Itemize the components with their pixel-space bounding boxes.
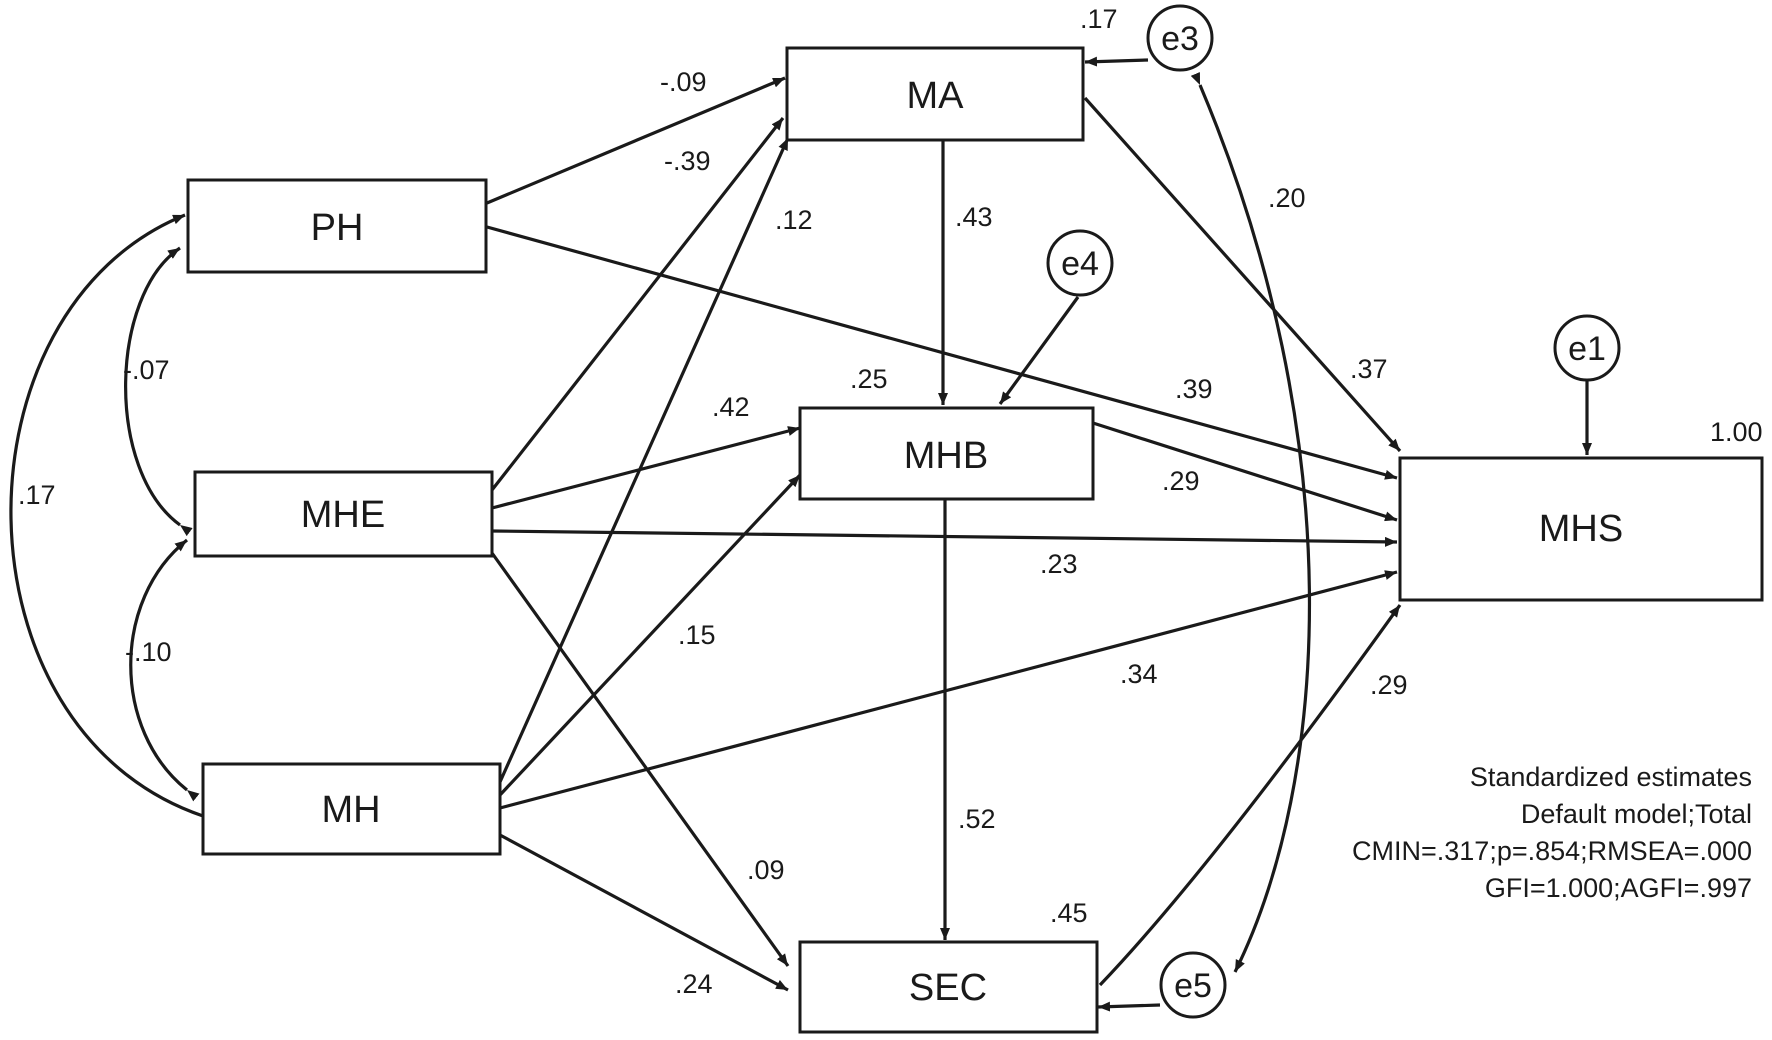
stats-line-4: GFI=1.000;AGFI=.997 [1485,873,1752,903]
node-mhs-label: MHS [1539,508,1623,550]
node-sec-label: SEC [909,967,987,1009]
edge-mh-mhs [499,570,1398,810]
edge-e4-mhb [998,296,1080,405]
coef-mhb-sec: .52 [958,804,996,834]
corr-ph-mh: .17 [18,480,56,510]
coef-mh-sec: .24 [675,969,713,999]
corr-ph-mhe: -.07 [123,355,170,385]
edge-mh-sec [499,833,789,992]
corr-mhe-mh: -.10 [125,637,172,667]
error-e5-label: e5 [1174,967,1212,1005]
error-e4: e4 [1046,229,1114,297]
node-ma-label: MA [907,75,965,117]
nodes: PH MHE MH MA MHB SEC MHS [186,46,1764,1034]
node-mhb-label: MHB [904,435,988,477]
error-e1: e1 [1553,314,1621,382]
error-e1-label: e1 [1568,330,1606,368]
edge-corr-ph-mhe [124,246,193,537]
edge-corr-ph-mh [9,213,216,825]
edges [9,56,1592,1012]
coef-ph-ma: -.09 [660,67,707,97]
error-e3-label: e3 [1161,20,1199,58]
coef-ma-mhs: .37 [1350,354,1388,384]
coef-mh-ma: .12 [775,205,813,235]
coef-mh-mhb: .15 [678,620,716,650]
node-mhe-label: MHE [301,494,385,536]
node-ph-label: PH [311,207,364,249]
edge-mhe-mhb [491,426,801,510]
edge-mh-mhb [498,473,802,797]
r-squared-labels: .17 .25 .45 1.00 [850,4,1763,928]
node-ph: PH [186,178,488,274]
coef-mh-mhs: .34 [1120,659,1158,689]
stats-line-1: Standardized estimates [1470,762,1752,792]
stats-line-2: Default model;Total [1521,799,1752,829]
node-mh: MH [201,762,502,856]
edge-mhe-ma [490,117,785,491]
rsq-sec: .45 [1050,898,1088,928]
edge-ma-mhs [1083,96,1402,453]
edge-e5-sec [1097,1001,1161,1012]
node-mhs: MHS [1398,456,1764,602]
edge-e3-ma [1084,56,1149,67]
edge-corr-mhe-mh [129,538,200,802]
coef-mhe-mhs: .23 [1040,549,1078,579]
stats-line-3: CMIN=.317;p=.854;RMSEA=.000 [1352,836,1752,866]
corr-e3-e5: .20 [1268,183,1306,213]
rsq-ma: .17 [1080,4,1118,34]
coef-mhe-ma: -.39 [664,146,711,176]
model-fit-stats: Standardized estimates Default model;Tot… [1352,762,1752,903]
error-e3: e3 [1146,4,1214,72]
coef-mhe-mhb: .42 [712,392,750,422]
path-coefficients: -.09 -.39 .12 .43 .37 .39 .42 .29 .23 .1… [660,67,1408,999]
error-e4-label: e4 [1061,245,1099,283]
node-mhe: MHE [193,470,494,558]
edge-mh-ma [498,137,790,783]
edge-mhb-mhs [1092,421,1398,522]
node-ma: MA [785,46,1085,142]
rsq-mhb: .25 [850,364,888,394]
error-terms: e1 e3 e4 e5 [1046,4,1621,1019]
coef-ph-mhs: .39 [1175,374,1213,404]
correlation-labels: -.07 -.10 .17 .20 [18,183,1306,667]
edge-corr-e3-e5 [1190,72,1312,973]
coef-mhb-mhs: .29 [1162,466,1200,496]
edge-mhe-sec [490,552,790,967]
node-mhb: MHB [798,406,1095,501]
edge-ph-mhs [486,225,1398,480]
rsq-mhs: 1.00 [1710,417,1763,447]
coef-mhe-sec: .09 [747,855,785,885]
coef-sec-mhs: .29 [1370,670,1408,700]
coef-ma-mhb: .43 [955,202,993,232]
edge-ph-ma [486,76,786,205]
node-sec: SEC [798,940,1099,1034]
node-mh-label: MH [321,789,380,831]
error-e5: e5 [1159,951,1227,1019]
